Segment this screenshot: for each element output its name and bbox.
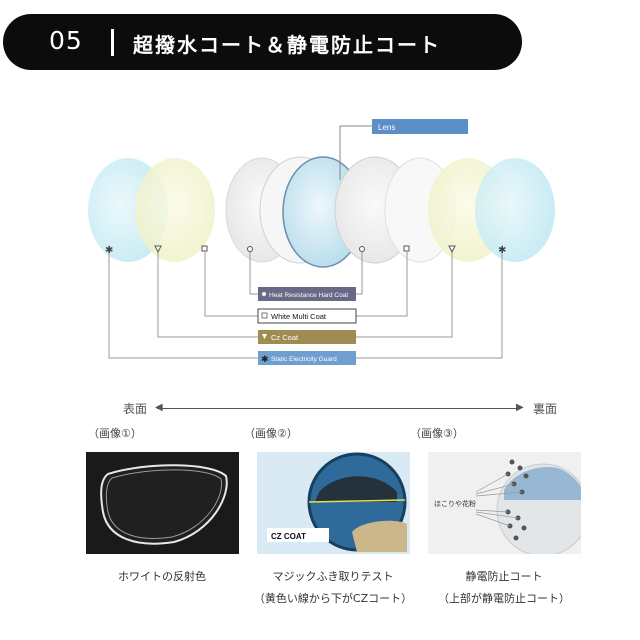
image-3-desc-line1: 静電防止コート bbox=[465, 570, 543, 583]
antistatic-coat-photo: ほこりや花粉 bbox=[428, 452, 581, 554]
lens-label: Lens bbox=[378, 123, 395, 132]
connector-lines bbox=[108, 252, 503, 359]
image-2-desc-line1: マジックふき取りテスト bbox=[272, 570, 394, 583]
white-reflection-photo bbox=[86, 452, 239, 554]
image-3-desc-line2: （上部が静電防止コート） bbox=[438, 592, 570, 605]
banner-separator bbox=[111, 29, 114, 56]
static-guard-layer-back bbox=[475, 158, 555, 262]
static-marker-back: ✱ bbox=[498, 245, 506, 256]
section-title: 超撥水コート＆静電防止コート bbox=[133, 33, 441, 57]
svg-text:✱: ✱ bbox=[261, 355, 269, 365]
dust-pollen-label: ほこりや花粉 bbox=[434, 499, 476, 508]
front-surface-label: 表面 bbox=[123, 402, 148, 416]
lens-layer-diagram: Lens ✱ ✱ Heat Resistance Hard Coat White… bbox=[88, 119, 555, 365]
image-1-description: ホワイトの反射色 bbox=[72, 568, 252, 584]
white-multi-coat-box bbox=[257, 308, 357, 324]
image-3-caption: （画像③） bbox=[410, 427, 464, 440]
image-2-desc-line2: （黄色い線から下がCZコート） bbox=[253, 592, 413, 605]
image-2-caption: （画像②） bbox=[244, 427, 298, 440]
cz-coat-photo-label: CZ COAT bbox=[271, 532, 306, 541]
hard-coat-box bbox=[258, 287, 356, 301]
hard-coat-label: Heat Resistance Hard Coat bbox=[269, 292, 348, 299]
section-banner: 05 超撥水コート＆静電防止コート bbox=[3, 14, 522, 70]
axis-line bbox=[157, 408, 519, 409]
static-marker-front: ✱ bbox=[105, 245, 113, 256]
image-3-description: 静電防止コート （上部が静電防止コート） bbox=[414, 568, 594, 606]
arrow-right-icon: ▶ bbox=[516, 402, 524, 413]
marker-wipe-test-photo: CZ COAT bbox=[257, 452, 410, 554]
cz-coat-label: Cz Coat bbox=[271, 333, 299, 342]
surface-axis: 表面 ◀ ▶ 裏面 bbox=[123, 400, 563, 418]
lens-label-box bbox=[372, 119, 468, 134]
layer-markers bbox=[154, 245, 456, 254]
white-multi-coat-label: White Multi Coat bbox=[271, 312, 327, 321]
lens-pointer bbox=[339, 125, 372, 180]
arrow-left-icon: ◀ bbox=[155, 402, 163, 413]
image-1-caption: （画像①） bbox=[88, 427, 142, 440]
section-number: 05 bbox=[49, 26, 83, 55]
image-1-desc-line1: ホワイトの反射色 bbox=[118, 570, 206, 583]
back-surface-label: 裏面 bbox=[532, 402, 557, 416]
cz-layer-front bbox=[135, 158, 215, 262]
static-guard-box bbox=[258, 351, 356, 365]
static-guard-label: Static Electricity Guard bbox=[271, 356, 337, 363]
cz-coat-box bbox=[258, 330, 356, 344]
image-2-description: マジックふき取りテスト （黄色い線から下がCZコート） bbox=[243, 568, 423, 606]
